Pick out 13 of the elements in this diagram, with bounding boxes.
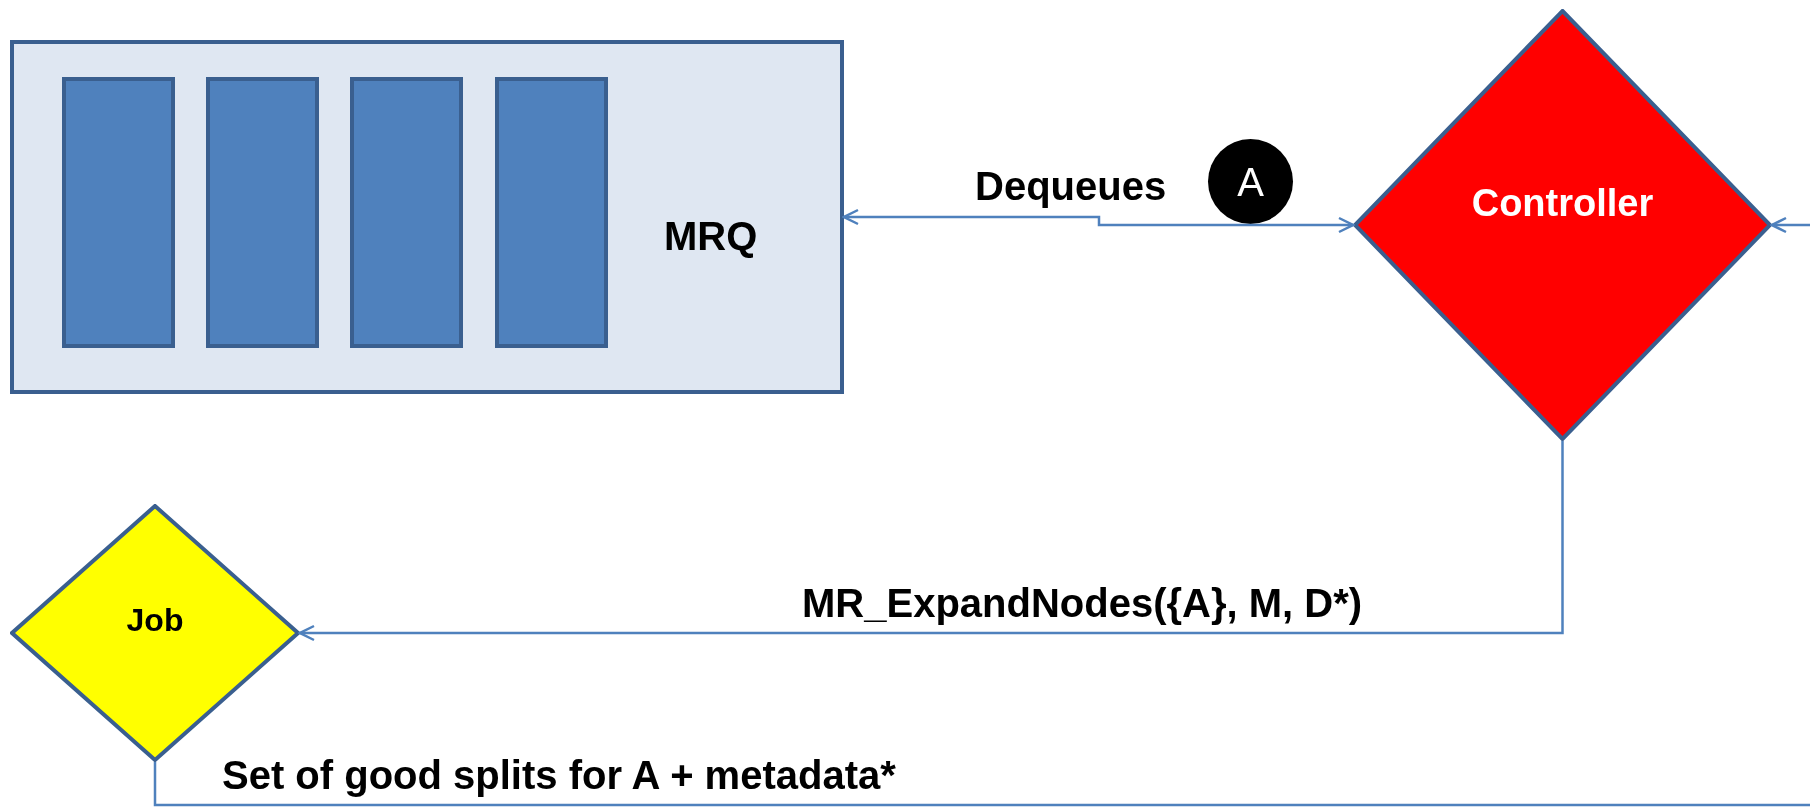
- queue-slot: [350, 77, 463, 348]
- node-label: MRQ: [664, 214, 758, 259]
- decision-diamond: [1353, 9, 1772, 441]
- node-label: Controller: [1471, 181, 1654, 225]
- queue-slot: [495, 77, 608, 348]
- connector-arrow: [1770, 216, 1810, 234]
- queue-slot: [62, 77, 175, 348]
- connector-arrow: [298, 441, 1564, 642]
- node-label: Job: [126, 601, 184, 639]
- queue-box: [10, 40, 844, 394]
- connector-arrow: [842, 208, 1355, 234]
- marker-letter: A: [1237, 159, 1264, 204]
- queue-slot: [206, 77, 319, 348]
